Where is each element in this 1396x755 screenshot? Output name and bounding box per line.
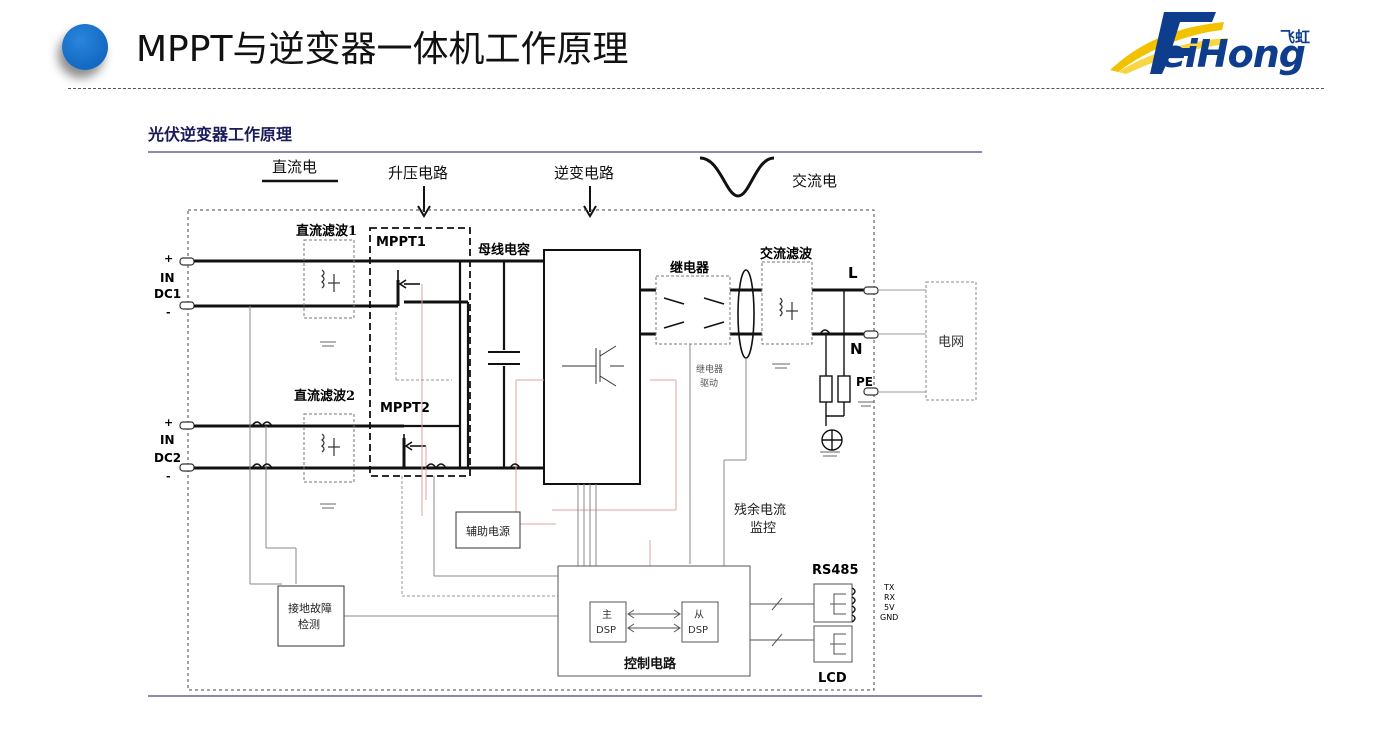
- residual-current-label-1: 残余电流: [734, 502, 786, 518]
- relay-box: [655, 275, 731, 345]
- monitor-signal-lines: [689, 344, 747, 566]
- slide-title: MPPT与逆变器一体机工作原理: [136, 29, 629, 70]
- feihong-logo: [1110, 12, 1228, 74]
- grid-connections: [878, 289, 926, 393]
- lcd-label: LCD: [818, 671, 847, 686]
- title-bullet: [62, 24, 108, 70]
- ground-fault-box: [277, 585, 345, 647]
- surge-protection: [819, 290, 851, 451]
- rs485-port: [813, 583, 853, 623]
- slave-dsp-label-1: 从: [694, 610, 704, 621]
- master-dsp-box: [589, 601, 627, 643]
- dc1-name: DC1: [154, 287, 181, 301]
- rs485-pin-5v: 5V: [884, 603, 895, 612]
- bus-capacitor: [488, 351, 520, 365]
- dc-filter-1-label: 直流滤波1: [296, 223, 357, 239]
- ground-fault-label-2: 检测: [298, 617, 320, 631]
- output-pe: PE: [856, 375, 873, 389]
- relay-drive-label-1: 继电器: [696, 363, 723, 375]
- inverter-bridge: [543, 249, 641, 485]
- mppt-boundary: [369, 227, 471, 477]
- relay-contacts: [663, 297, 725, 329]
- dc1-in: IN: [160, 271, 175, 285]
- rs485-pin-gnd: GND: [880, 613, 898, 622]
- dc2-minus: -: [166, 470, 171, 483]
- boost-arrow-head: [417, 205, 431, 218]
- control-board-label: 控制电路: [624, 656, 677, 672]
- diagram-heading: 光伏逆变器工作原理: [147, 125, 292, 144]
- dc-filter-symbols: [321, 269, 340, 456]
- mppt-switches: [397, 270, 426, 458]
- dc1-plus: +: [164, 252, 173, 265]
- output-n: N: [850, 340, 863, 358]
- dc-filter-1-box: [303, 239, 355, 319]
- port-icons: [830, 593, 846, 655]
- label-boost: 升压电路: [388, 164, 448, 182]
- logo-chinese: 飞虹: [1280, 28, 1311, 46]
- slave-dsp-label-2: DSP: [688, 625, 708, 636]
- dashed-signal-lines: [395, 312, 558, 597]
- current-sensor-ring: [737, 269, 755, 359]
- relay-label: 继电器: [670, 260, 710, 276]
- label-dc: 直流电: [272, 158, 317, 176]
- dsp-link-arrows: [627, 609, 681, 633]
- inverter-transistor-symbol: [562, 345, 624, 387]
- rs485-label: RS485: [812, 563, 859, 578]
- dc-filter-2-label: 直流滤波2: [294, 388, 355, 404]
- red-signal-lines: [421, 284, 677, 566]
- relay-drive-label-2: 驱动: [700, 378, 718, 389]
- master-dsp-label-2: DSP: [596, 625, 616, 636]
- rs485-pin-rx: RX: [884, 593, 896, 602]
- gray-signal-lines: [249, 306, 597, 617]
- ground-fault-label-1: 接地故障: [288, 601, 332, 615]
- dc2-name: DC2: [154, 451, 181, 465]
- output-l: L: [848, 264, 858, 282]
- label-ac: 交流电: [792, 172, 837, 190]
- comm-bus-lines: [750, 597, 814, 647]
- ac-sine-symbol: [699, 156, 775, 198]
- dc2-plus: +: [164, 416, 173, 429]
- mppt1-label: MPPT1: [376, 235, 426, 250]
- dc1-minus: -: [166, 306, 171, 319]
- label-inverter: 逆变电路: [554, 164, 614, 182]
- common-mode-chokes: [251, 329, 831, 470]
- logo-wordmark: eiHong: [1160, 32, 1306, 76]
- rs485-pin-tx: TX: [883, 583, 895, 592]
- ac-filter-symbol: [779, 297, 798, 320]
- bus-capacitor-label: 母线电容: [478, 242, 530, 258]
- dc-interconnect: [404, 261, 506, 468]
- grid-box: [925, 281, 977, 401]
- header-divider: [68, 88, 1324, 89]
- ground-symbols: [320, 341, 874, 509]
- ac-filter-label: 交流滤波: [760, 246, 813, 262]
- aux-power-label: 辅助电源: [466, 524, 510, 538]
- mppt2-label: MPPT2: [380, 401, 430, 416]
- rs485-pins: [851, 587, 856, 623]
- aux-power-box: [455, 511, 521, 549]
- master-dsp-label-1: 主: [602, 609, 612, 621]
- dc2-in: IN: [160, 433, 175, 447]
- slave-dsp-box: [681, 601, 719, 643]
- residual-current-label-2: 监控: [750, 521, 776, 536]
- grid-label: 电网: [938, 335, 964, 350]
- dc-filter-2-box: [303, 413, 355, 483]
- inverter-arrow-head: [583, 205, 597, 218]
- inverter-enclosure: [187, 209, 875, 691]
- ac-filter-box: [761, 261, 813, 345]
- dc-terminals: [179, 257, 195, 472]
